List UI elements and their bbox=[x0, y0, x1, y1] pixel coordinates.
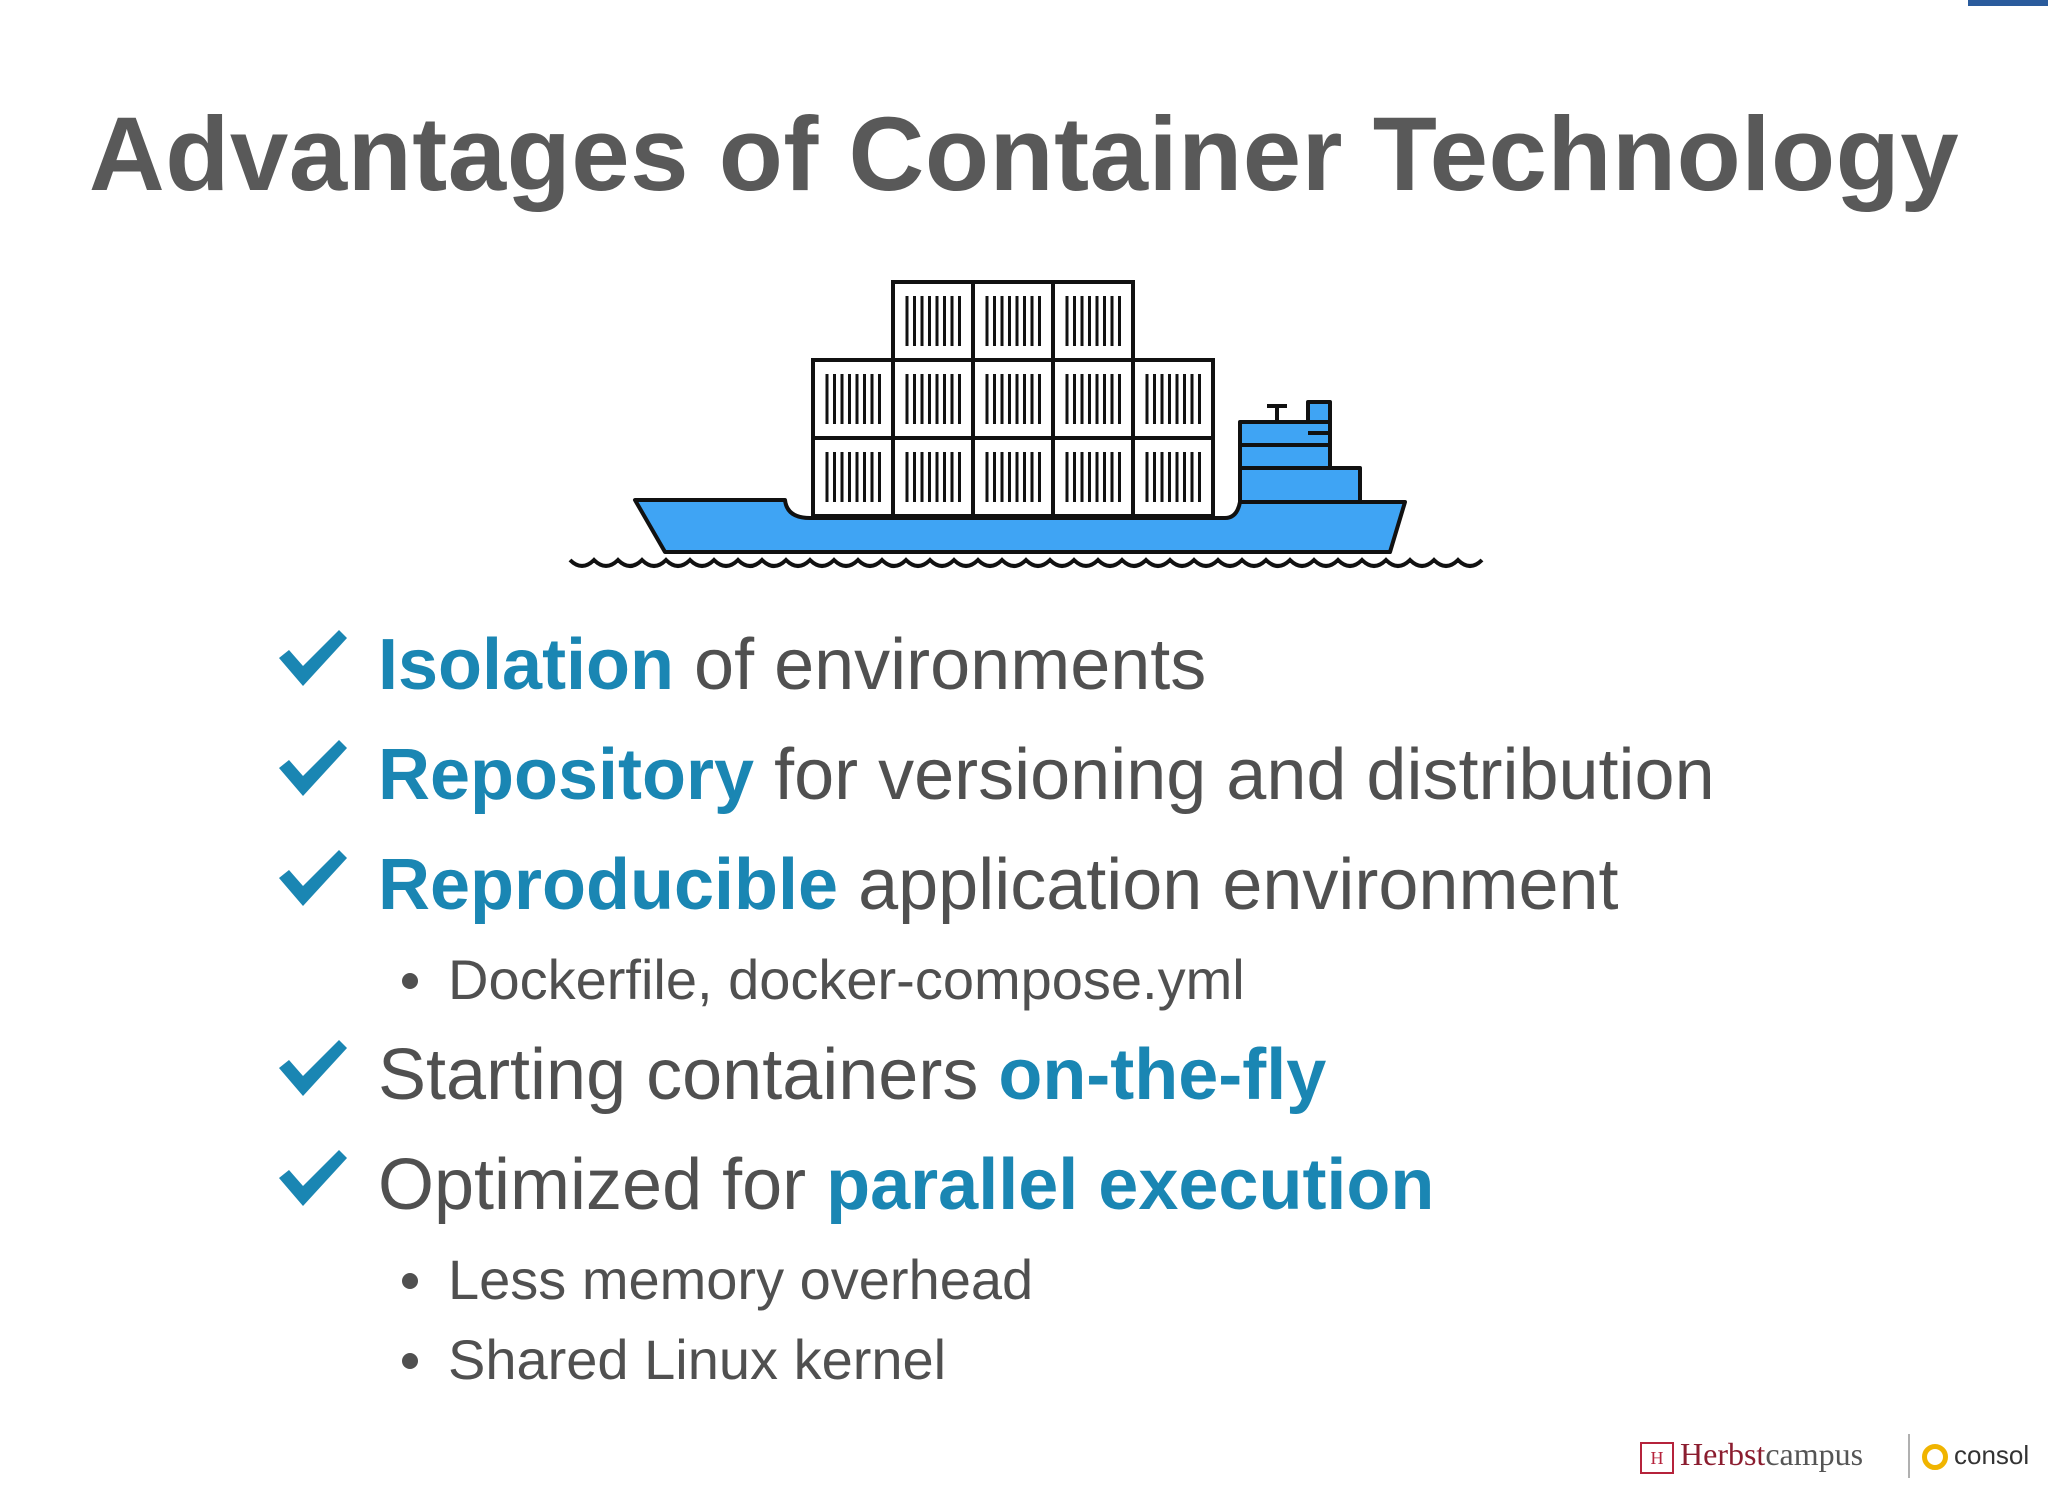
bullet-highlight: parallel execution bbox=[826, 1145, 1435, 1225]
bullet-highlight: Isolation bbox=[378, 625, 675, 705]
bullet-repository: Repository for versioning and distributi… bbox=[275, 720, 1925, 830]
checkmark-icon bbox=[279, 850, 347, 906]
sub-bullet-text: Shared Linux kernel bbox=[448, 1328, 947, 1391]
corner-decoration bbox=[1968, 0, 2048, 6]
sub-bullet-memory: Less memory overhead bbox=[275, 1240, 1925, 1320]
consol-logo: consol bbox=[1922, 1440, 2029, 1471]
container-ship-icon bbox=[568, 280, 1484, 568]
consol-ring-icon bbox=[1922, 1444, 1948, 1471]
sub-bullet-kernel: Shared Linux kernel bbox=[275, 1320, 1925, 1400]
checkmark-icon bbox=[279, 630, 347, 686]
bullet-rest: for versioning and distribution bbox=[754, 735, 1715, 815]
checkmark-icon bbox=[279, 1040, 347, 1096]
sub-bullet-text: Dockerfile, docker-compose.yml bbox=[448, 948, 1245, 1011]
bullet-isolation: Isolation of environments bbox=[275, 610, 1925, 720]
checkmark-icon bbox=[279, 1150, 347, 1206]
sub-bullet-dockerfile: Dockerfile, docker-compose.yml bbox=[275, 940, 1925, 1020]
bullet-highlight: Reproducible bbox=[378, 845, 839, 925]
bullet-on-the-fly: Starting containers on-the-fly bbox=[275, 1020, 1925, 1130]
bullet-rest: of environments bbox=[674, 625, 1207, 705]
bullet-dot-icon bbox=[402, 1353, 418, 1369]
bullet-highlight: on-the-fly bbox=[998, 1035, 1327, 1115]
bullet-lead: Starting containers bbox=[378, 1035, 999, 1115]
bullet-lead: Optimized for bbox=[378, 1145, 827, 1225]
bullet-parallel: Optimized for parallel execution bbox=[275, 1130, 1925, 1240]
bullet-dot-icon bbox=[402, 973, 418, 989]
bullet-rest: application environment bbox=[838, 845, 1619, 925]
logo-separator bbox=[1908, 1434, 1910, 1478]
sub-bullet-text: Less memory overhead bbox=[448, 1248, 1034, 1311]
checkmark-icon bbox=[279, 740, 347, 796]
bullet-highlight: Repository bbox=[378, 735, 755, 815]
advantages-list: Isolation of environments Repository for… bbox=[275, 610, 1925, 1400]
herbstcampus-mark-icon: H bbox=[1640, 1441, 1674, 1474]
bullet-reproducible: Reproducible application environment bbox=[275, 830, 1925, 940]
slide-title: Advantages of Container Technology bbox=[88, 96, 1960, 213]
bullet-dot-icon bbox=[402, 1273, 418, 1289]
